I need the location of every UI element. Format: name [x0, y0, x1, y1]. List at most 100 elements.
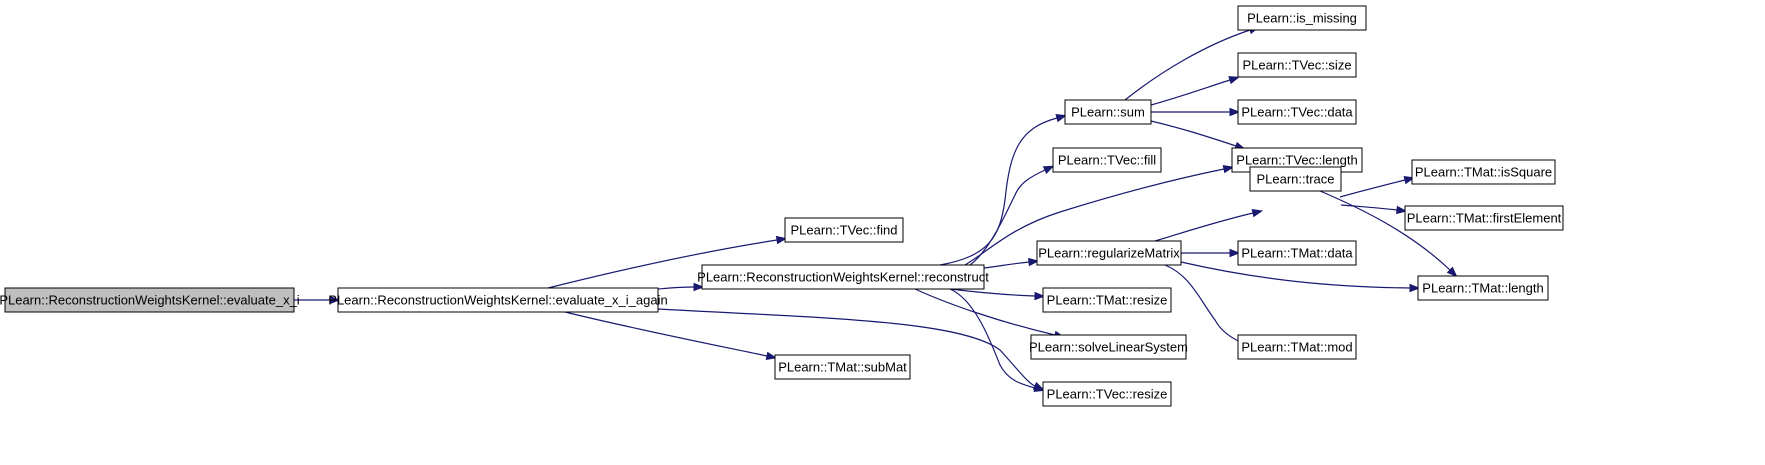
node-tvec_fill[interactable]: PLearn::TVec::fill	[1052, 147, 1162, 173]
node-label: PLearn::TVec::fill	[1058, 153, 1156, 168]
node-label: PLearn::trace	[1256, 172, 1334, 187]
arrowhead-icon	[1251, 208, 1264, 218]
edge-line	[657, 286, 695, 290]
edge-evaluate_x_i_again-to-tmat_submat	[564, 311, 778, 361]
edge-regularizeMatrix-to-tmat_length	[1180, 261, 1421, 293]
arrowhead-icon	[329, 295, 341, 305]
node-label: PLearn::ReconstructionWeightsKernel::eva…	[328, 293, 667, 308]
edges-layer	[293, 26, 1458, 392]
edge-line	[1124, 29, 1251, 101]
node-label: PLearn::TVec::find	[791, 223, 898, 238]
edge-line	[983, 261, 1030, 269]
node-tmat_length[interactable]: PLearn::TMat::length	[1417, 275, 1549, 301]
arrowhead-icon	[693, 282, 705, 292]
node-label: PLearn::TVec::length	[1236, 153, 1357, 168]
edge-line	[547, 239, 778, 289]
node-box	[701, 264, 985, 290]
node-tmat_mod[interactable]: PLearn::TMat::mod	[1237, 334, 1357, 360]
arrowhead-icon	[1229, 248, 1241, 258]
arrowhead-icon	[1409, 283, 1421, 293]
node-tmat_submat[interactable]: PLearn::TMat::subMat	[774, 354, 911, 380]
edge-line	[1150, 120, 1237, 147]
edge-sum-to-tvec_data	[1151, 107, 1241, 117]
node-label: PLearn::regularizeMatrix	[1038, 246, 1180, 261]
edge-evaluate_x_i_again-to-tvec_find	[547, 235, 788, 289]
edge-line	[1340, 204, 1398, 211]
node-label: PLearn::TMat::firstElement	[1407, 211, 1562, 226]
arrowhead-icon	[1229, 107, 1241, 117]
node-evaluate_x_i_again[interactable]: PLearn::ReconstructionWeightsKernel::eva…	[328, 287, 668, 313]
node-tvec_size[interactable]: PLearn::TVec::size	[1237, 52, 1357, 78]
node-box	[1052, 147, 1162, 173]
node-label: PLearn::ReconstructionWeightsKernel::rec…	[697, 270, 989, 285]
node-box	[1042, 287, 1172, 313]
node-label: PLearn::TMat::data	[1241, 246, 1353, 261]
node-label: PLearn::is_missing	[1247, 11, 1357, 26]
node-label: PLearn::TMat::mod	[1241, 340, 1352, 355]
node-label: PLearn::sum	[1071, 105, 1145, 120]
node-label: PLearn::TVec::resize	[1047, 387, 1168, 402]
node-box	[1064, 99, 1152, 125]
node-label: PLearn::TMat::length	[1422, 281, 1543, 296]
arrowhead-icon	[1228, 76, 1240, 85]
edge-evaluate_x_i_again-to-reconstruct	[657, 282, 705, 292]
arrowhead-icon	[1396, 205, 1408, 215]
arrowhead-icon	[1042, 165, 1055, 175]
arrowhead-icon	[1222, 164, 1235, 174]
node-tvec_data[interactable]: PLearn::TVec::data	[1237, 99, 1357, 125]
node-label: PLearn::TVec::size	[1242, 58, 1351, 73]
edge-line	[914, 288, 1056, 336]
node-box	[4, 287, 295, 313]
node-box	[1237, 99, 1357, 125]
edge-line	[1154, 212, 1254, 242]
edge-line	[939, 117, 1058, 266]
edge-trace-to-tmat_isSquare	[1339, 176, 1416, 198]
edge-sum-to-tvec_size	[1150, 76, 1240, 106]
nodes-layer: PLearn::ReconstructionWeightsKernel::eva…	[0, 5, 1564, 407]
node-tvec_find[interactable]: PLearn::TVec::find	[784, 217, 904, 243]
edge-trace-to-tmat_length	[1319, 190, 1458, 278]
edge-reconstruct-to-tmat_resize	[949, 288, 1046, 301]
arrowhead-icon	[765, 351, 778, 361]
node-regularizeMatrix[interactable]: PLearn::regularizeMatrix	[1036, 240, 1182, 266]
node-box	[1030, 334, 1187, 360]
arrowhead-icon	[1034, 291, 1046, 301]
edge-line	[1164, 264, 1246, 345]
node-label: PLearn::TMat::resize	[1047, 293, 1168, 308]
node-sum[interactable]: PLearn::sum	[1064, 99, 1152, 125]
node-tmat_resize[interactable]: PLearn::TMat::resize	[1042, 287, 1172, 313]
node-tvec_resize[interactable]: PLearn::TVec::resize	[1042, 381, 1172, 407]
edge-line	[1339, 179, 1406, 198]
node-box	[1042, 381, 1172, 407]
edge-line	[1180, 261, 1411, 289]
node-box	[1237, 5, 1367, 31]
node-box	[1411, 159, 1556, 185]
edge-line	[969, 169, 1046, 266]
node-trace[interactable]: PLearn::trace	[1249, 166, 1342, 192]
node-solveLinearSystem[interactable]: PLearn::solveLinearSystem	[1029, 334, 1188, 360]
node-label: PLearn::TVec::data	[1241, 105, 1353, 120]
edge-line	[564, 311, 768, 357]
edge-sum-to-tvec_length	[1150, 120, 1246, 150]
node-box	[774, 354, 911, 380]
node-box	[1249, 166, 1342, 192]
node-box	[337, 287, 659, 313]
node-label: PLearn::TMat::isSquare	[1415, 165, 1552, 180]
edge-regularizeMatrix-to-tmat_data	[1181, 248, 1241, 258]
node-is_missing[interactable]: PLearn::is_missing	[1237, 5, 1367, 31]
node-box	[1417, 275, 1549, 301]
edge-reconstruct-to-tvec_resize	[949, 288, 1046, 392]
node-box	[1036, 240, 1182, 266]
edge-line	[949, 288, 1036, 389]
node-evaluate_x_i[interactable]: PLearn::ReconstructionWeightsKernel::eva…	[0, 287, 300, 313]
node-label: PLearn::solveLinearSystem	[1029, 340, 1188, 355]
node-tmat_isSquare[interactable]: PLearn::TMat::isSquare	[1411, 159, 1556, 185]
edge-reconstruct-to-tvec_fill	[969, 165, 1055, 266]
node-reconstruct[interactable]: PLearn::ReconstructionWeightsKernel::rec…	[697, 264, 989, 290]
node-tmat_data[interactable]: PLearn::TMat::data	[1237, 240, 1357, 266]
node-tmat_firstElement[interactable]: PLearn::TMat::firstElement	[1404, 205, 1564, 231]
node-box	[784, 217, 904, 243]
edge-line	[964, 168, 1225, 266]
edge-evaluate_x_i-to-evaluate_x_i_again	[293, 295, 341, 305]
arrowhead-icon	[1446, 266, 1458, 278]
